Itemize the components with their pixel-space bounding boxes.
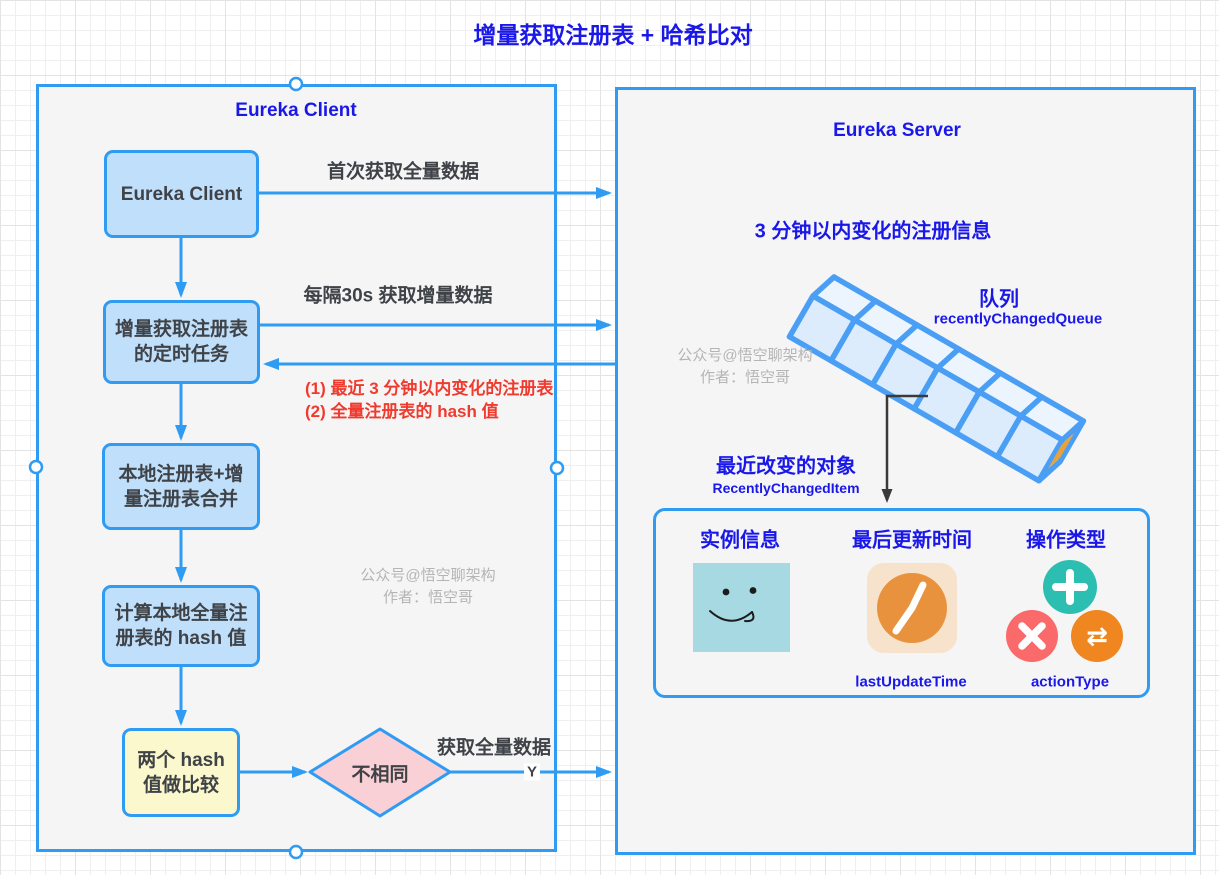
- node-compare-hash-label: 两个 hash 值做比较: [137, 749, 225, 796]
- panel-last-update-label: 最后更新时间: [852, 529, 972, 552]
- queue-label: 队列: [979, 288, 1019, 311]
- panel-instance-label: 实例信息: [700, 529, 780, 552]
- queue-name: recentlyChangedQueue: [933, 310, 1103, 328]
- watermark-client: 公众号@悟空聊架构作者：悟空哥: [360, 567, 496, 606]
- eureka-server-container[interactable]: [615, 87, 1196, 855]
- node-merge-registry-label: 本地注册表+增 量注册表合并: [118, 463, 244, 510]
- node-eureka-client[interactable]: Eureka Client: [104, 150, 259, 238]
- edge-label-full-fetch: 获取全量数据: [436, 737, 552, 759]
- panel-action-name: actionType: [1030, 673, 1110, 691]
- changed-item-label: 最近改变的对象: [716, 455, 856, 478]
- edge-label-delta-fetch: 每隔30s 获取增量数据: [303, 285, 493, 307]
- server-heading: 3 分钟以内变化的注册信息: [754, 220, 992, 243]
- client-container-title: Eureka Client: [235, 100, 357, 121]
- node-delta-task-label: 增量获取注册表 的定时任务: [114, 319, 248, 365]
- edge-label-first-full-fetch: 首次获取全量数据: [326, 161, 480, 183]
- panel-action-label: 操作类型: [1026, 529, 1106, 552]
- page-title: 增量获取注册表 + 哈希比对: [473, 22, 753, 48]
- node-compare-hash[interactable]: 两个 hash 值做比较: [122, 728, 240, 817]
- watermark-server: 公众号@悟空聊架构作者：悟空哥: [677, 347, 813, 386]
- node-compute-hash[interactable]: 计算本地全量注 册表的 hash 值: [102, 585, 260, 667]
- edge-label-server-response: (1) 最近 3 分钟以内变化的注册表 (2) 全量注册表的 hash 值: [305, 379, 554, 421]
- node-merge-registry[interactable]: 本地注册表+增 量注册表合并: [102, 443, 260, 530]
- panel-last-update-name: lastUpdateTime: [855, 673, 967, 691]
- node-eureka-client-label: Eureka Client: [120, 183, 243, 205]
- edge-label-yes: Y: [523, 763, 541, 781]
- decision-diamond-label: 不相同: [351, 764, 409, 786]
- server-container-title: Eureka Server: [833, 120, 961, 141]
- node-delta-task[interactable]: 增量获取注册表 的定时任务: [103, 300, 260, 384]
- node-compute-hash-label: 计算本地全量注 册表的 hash 值: [114, 603, 248, 649]
- changed-item-name: RecentlyChangedItem: [712, 480, 860, 496]
